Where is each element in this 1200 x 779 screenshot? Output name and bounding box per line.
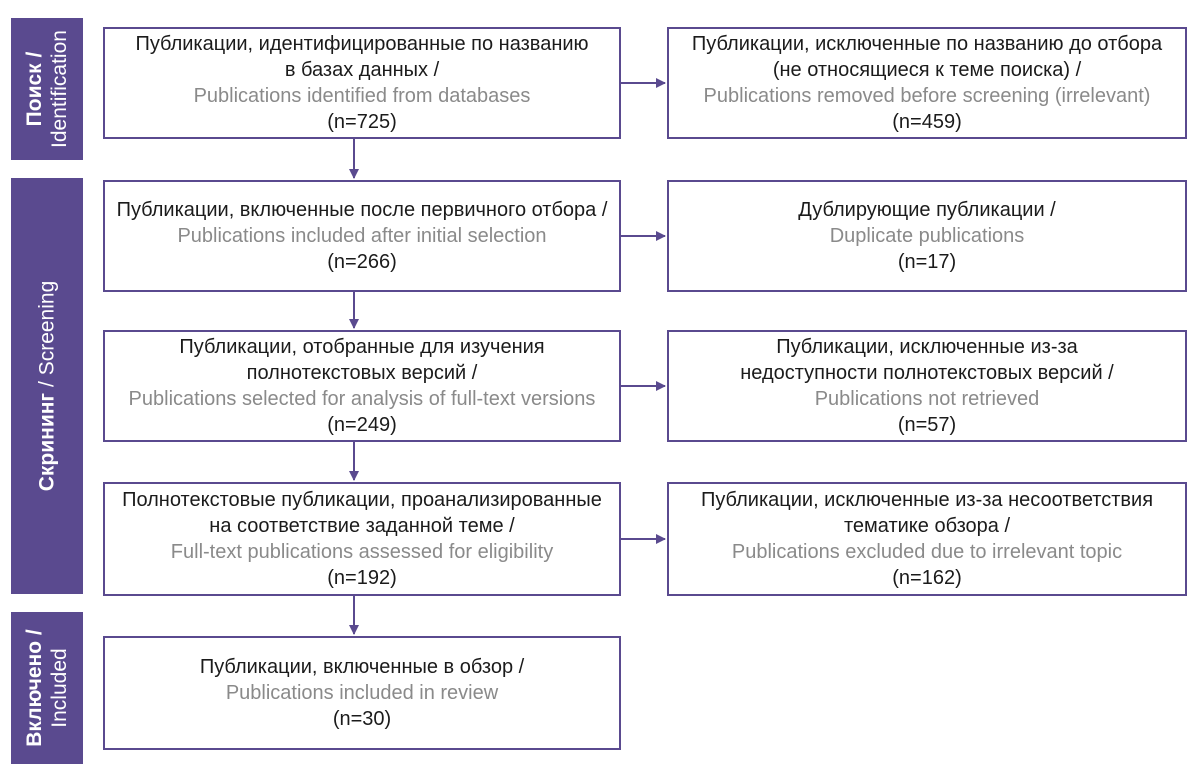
box-full-text-selected-count: (n=249): [327, 414, 397, 436]
box-duplicates-count: (n=17): [897, 251, 957, 273]
stage-included: Включено / Included: [11, 612, 83, 764]
box-assessed-count: (n=192): [327, 567, 397, 589]
box-removed: Публикации, исключенные по названию до о…: [667, 27, 1187, 139]
box-not-retrieved-en: Publications not retrieved: [814, 388, 1040, 410]
stage-included-label: Включено / Included: [23, 629, 71, 747]
box-identified-ru-2: в базах данных /: [284, 59, 440, 81]
box-initial-selection-en: Publications included after initial sele…: [177, 225, 547, 247]
box-included-review-ru: Публикации, включенные в обзор /: [199, 656, 525, 678]
box-full-text-selected: Публикации, отобранные для изучения полн…: [103, 330, 621, 442]
box-assessed-en: Full-text publications assessed for elig…: [170, 541, 554, 563]
box-assessed-ru-2: на соответствие заданной теме /: [209, 515, 515, 537]
box-not-retrieved-ru-1: Публикации, исключенные из-за: [776, 336, 1078, 358]
box-removed-ru-1: Публикации, исключенные по названию до о…: [691, 33, 1163, 55]
box-included-review: Публикации, включенные в обзор / Publica…: [103, 636, 621, 750]
box-excluded-topic-count: (n=162): [892, 567, 962, 589]
box-initial-selection-count: (n=266): [327, 251, 397, 273]
stage-screening-label: Скрининг / Screening: [35, 280, 59, 492]
box-excluded-topic: Публикации, исключенные из-за несоответс…: [667, 482, 1187, 596]
box-assessed-ru-1: Полнотекстовые публикации, проанализиров…: [122, 489, 602, 511]
box-identified-count: (n=725): [327, 111, 397, 133]
box-not-retrieved: Публикации, исключенные из-за недоступно…: [667, 330, 1187, 442]
box-not-retrieved-count: (n=57): [897, 414, 957, 436]
box-removed-ru-2: (не относящиеся к теме поиска) /: [772, 59, 1082, 81]
box-initial-selection: Публикации, включенные после первичного …: [103, 180, 621, 292]
stage-identification: Поиск / Identification: [11, 18, 83, 160]
box-identified: Публикации, идентифицированные по назван…: [103, 27, 621, 139]
box-duplicates: Дублирующие публикации / Duplicate publi…: [667, 180, 1187, 292]
box-full-text-selected-ru-2: полнотекстовых версий /: [246, 362, 478, 384]
box-included-review-en: Publications included in review: [225, 682, 499, 704]
box-excluded-topic-ru-2: тематике обзора /: [843, 515, 1011, 537]
stage-screening: Скрининг / Screening: [11, 178, 83, 594]
box-identified-ru-1: Публикации, идентифицированные по назван…: [135, 33, 589, 55]
box-assessed: Полнотекстовые публикации, проанализиров…: [103, 482, 621, 596]
box-duplicates-en: Duplicate publications: [829, 225, 1025, 247]
box-initial-selection-ru: Публикации, включенные после первичного …: [116, 199, 608, 221]
box-identified-en: Publications identified from databases: [193, 85, 531, 107]
box-not-retrieved-ru-2: недоступности полнотекстовых версий /: [740, 362, 1114, 384]
box-excluded-topic-en: Publications excluded due to irrelevant …: [731, 541, 1123, 563]
box-duplicates-ru: Дублирующие публикации /: [798, 199, 1056, 221]
box-excluded-topic-ru-1: Публикации, исключенные из-за несоответс…: [700, 489, 1154, 511]
stage-identification-label: Поиск / Identification: [23, 30, 71, 148]
box-included-review-count: (n=30): [332, 708, 392, 730]
box-full-text-selected-ru-1: Публикации, отобранные для изучения: [179, 336, 545, 358]
box-removed-count: (n=459): [892, 111, 962, 133]
box-removed-en: Publications removed before screening (i…: [703, 85, 1151, 107]
box-full-text-selected-en: Publications selected for analysis of fu…: [128, 388, 596, 410]
